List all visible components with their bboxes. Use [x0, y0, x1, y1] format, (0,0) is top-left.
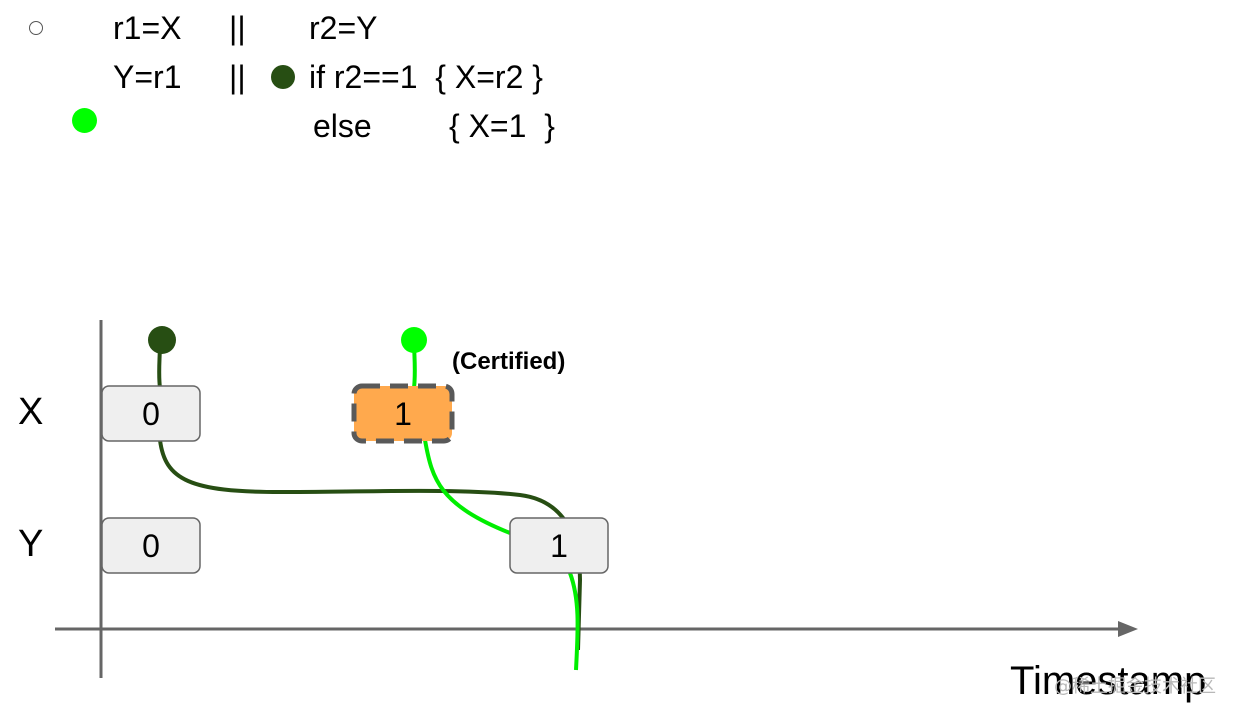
y-written-box: [509, 517, 609, 574]
y-written-value: 1: [550, 528, 568, 564]
hollow-bullet-icon: [29, 21, 43, 35]
x-certified-box: [351, 383, 455, 444]
dark-green-dot-icon: [148, 326, 176, 354]
timestamp-axis-label: Timestamp: [1010, 659, 1206, 703]
bright-green-dot-icon: [401, 327, 427, 353]
code-line1-left: r1=X: [113, 10, 182, 46]
bright-green-path-middle: [423, 439, 511, 535]
time-axis-arrowhead: [1118, 621, 1138, 637]
code-line3-body: { X=1 }: [449, 108, 555, 144]
code-line2-right: if r2==1 { X=r2 }: [309, 59, 543, 95]
code-line2-separator: ||: [229, 59, 246, 95]
bright-green-path-bottom: [568, 572, 580, 671]
code-line2-left: Y=r1: [113, 59, 182, 95]
code-line1-separator: ||: [229, 10, 246, 46]
code-line3-else: else: [313, 108, 372, 144]
y-initial-value: 0: [142, 528, 160, 564]
dark-green-dot-icon: [271, 65, 295, 89]
bright-green-dot-icon: [72, 108, 97, 133]
x-initial-value: 0: [142, 396, 160, 432]
watermark: @稀土掘金技术社区: [1054, 676, 1216, 697]
x-initial-box: [101, 385, 201, 442]
code-line1-right: r2=Y: [309, 10, 378, 46]
certified-label: (Certified): [452, 348, 565, 375]
row-label-y: Y: [18, 523, 43, 565]
row-label-x: X: [18, 391, 43, 433]
y-initial-box: [101, 517, 201, 574]
x-certified-value: 1: [394, 396, 412, 432]
